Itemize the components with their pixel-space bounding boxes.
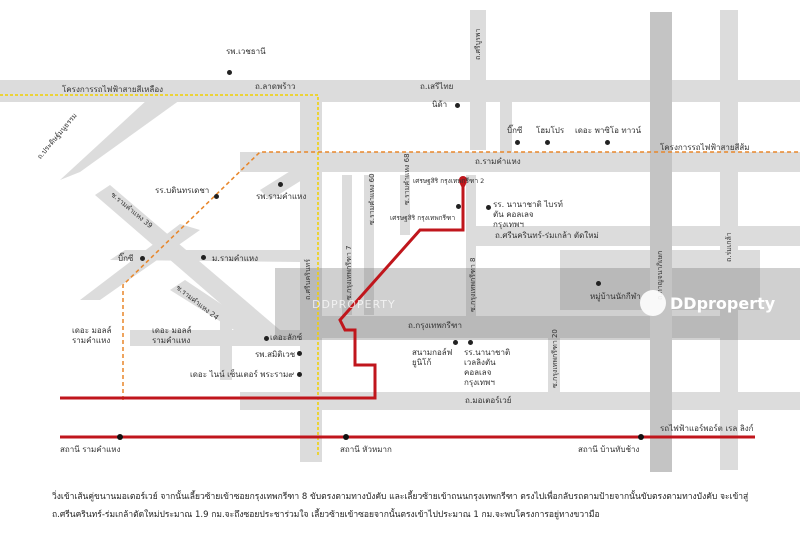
station-dot [343,434,349,440]
road-label: ถ.ศรีนครินทร์-ร่มเกล้า ตัดใหม่ [495,231,599,240]
yellow-line-route [0,94,319,455]
place-label: เศรษฐสิริ กรุงเทพกรีฑา [390,214,456,222]
place-label: รพ.เวชธานี [226,47,266,56]
place-label: โฮมโปร [536,126,565,135]
road-label: ซ.รามคำแหง 68 [403,153,411,205]
orange-line-label: โครงการรถไฟฟ้าสายสีส้ม [660,143,750,152]
road-network [0,10,800,470]
poi-dot [545,140,550,145]
poi-dot [605,140,610,145]
place-label: บิ๊กซี [507,126,523,135]
station-label: สถานี หัวหมาก [340,445,392,454]
poi-dot [596,281,601,286]
road-label: ถ.ลาดพร้าว [255,82,296,91]
kanchanaphisek-road [650,12,672,472]
place-label: รพ.รามคำแหง [256,192,307,201]
place-label: ม.รามคำแหง [212,254,259,263]
road-label: ถ.ศรีบูรพา [474,28,482,60]
poi-dot [297,372,302,377]
directions-line-2: ถ.ศรีนครินทร์-ร่มเกล้าตัดใหม่ประมาณ 1.9 … [52,510,600,520]
place-label: รพ.สมิติเวช [255,350,296,359]
place-label: เดอะ ไนน์ เซ็นเตอร์ พระราม๙ [190,370,295,379]
place-label: รร.นานาชาติ เวลลิงตัน คอลเลจ กรุงเทพฯ [464,348,511,387]
poi-dot [515,140,520,145]
poi-dot [486,205,491,210]
poi-dot [468,340,473,345]
poi-dot [264,336,269,341]
place-label: นิด้า [432,100,448,109]
poi-dot [140,256,145,261]
poi-dot [214,194,219,199]
poi-dot [455,103,460,108]
poi-dot [278,182,283,187]
place-label: สนามกอล์ฟ ยูนิโก้ [412,348,453,367]
road-label: ซ.กรุงเทพกรีฑา 8 [469,257,477,312]
poi-dot [453,340,458,345]
project-pin-icon [459,176,467,190]
road-label: ถ.เสรีไทย [420,82,454,91]
poi-dot [227,70,232,75]
poi-dot [456,204,461,209]
place-label: เดอะ พาซิโอ ทาวน์ [575,126,642,135]
station-dot [117,434,123,440]
road-label: ถ.กรุงเทพกรีฑา [408,321,462,330]
station-dot [638,434,644,440]
watermark-text: DDPROPERTY [312,298,396,311]
yellow-line-label: โครงการรถไฟฟ้าสายสีเหลือง [62,85,164,94]
place-label: บิ๊กซี [118,254,134,263]
access-route [60,183,465,400]
brand-watermark-text: DDproperty [670,293,776,313]
place-label: รร. นานาชาติ ไบรท์ตัน คอลเลจ กรุงเทพฯ [493,200,563,229]
road-label: ซ.กรุงเทพกรีฑา 7 [345,245,353,300]
place-label: เดอะลักซ์ [270,333,303,342]
road-label: ถ.ศรีนครินทร์ [304,258,312,300]
ddproperty-logo-icon [640,290,666,316]
orange-line-route [122,151,800,400]
poi-dot [297,351,302,356]
road-label: ถ.ร่มเกล้า [725,232,733,262]
brand-watermark: DDproperty [640,290,775,316]
station-label: สถานี บ้านทับช้าง [578,445,640,454]
place-label: หมู่บ้านนักกีฬา [590,292,641,301]
road-label: ซ.กรุงเทพกรีฑา 20 [551,329,559,388]
highlight-band [275,268,800,340]
poi-dot [201,255,206,260]
directions-line-1: วิ่งเข้าเส้นคู่ขนานมอเตอร์เวย์ จากนั้นเล… [52,492,749,502]
place-label: รร.บดินทรเดชา [155,186,210,195]
road-label: ถ.รามคำแหง [475,157,521,166]
station-label: สถานี รามคำแหง [60,445,121,454]
project-label: เศรษฐสิริ กรุงเทพกรีฑา 2 [413,177,485,185]
road-label: ซ.รามคำแหง 60 [368,173,376,225]
road-label: ถ.มอเตอร์เวย์ [465,396,512,405]
airport-link-label: รถไฟฟ้าแอร์พอร์ต เรล ลิงก์ [660,424,754,433]
place-label: เดอะ มอลล์ รามคำแหง [72,326,112,345]
place-label: เดอะ มอลล์ รามคำแหง [152,326,192,345]
